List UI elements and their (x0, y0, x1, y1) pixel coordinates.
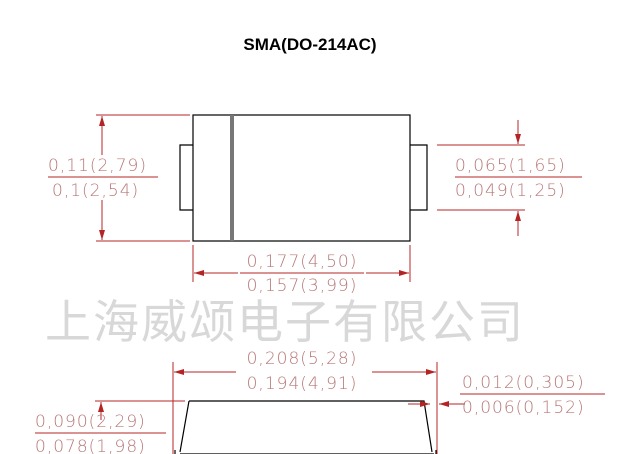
height-min: 0,1(2,54) (52, 181, 139, 201)
body-length-min: 0,157(3,99) (247, 276, 358, 296)
height-max: 0,11(2,79) (48, 156, 147, 176)
lead-width-min: 0,049(1,25) (455, 181, 566, 201)
side-body-outline (179, 400, 434, 454)
cathode-band (230, 115, 234, 241)
lead-width-max: 0,065(1,65) (455, 156, 566, 176)
body-length-extension-lines (192, 245, 411, 282)
side-view: 0,208(5,28) 0,194(4,91) 0,012(0,305) 0,0… (35, 349, 605, 454)
overall-length-max: 0,208(5,28) (247, 349, 358, 369)
side-lead-stubs (174, 450, 437, 454)
overall-length-extension-lines (172, 362, 438, 454)
lead-thickness-min: 0,006(0,152) (462, 398, 585, 418)
top-view: 0,11(2,79) 0,1(2,54) 0,065(1,65) 0,049(1… (48, 114, 582, 296)
body-outline (192, 114, 411, 242)
left-lead (179, 144, 193, 211)
overall-length-min: 0,194(4,91) (247, 374, 358, 394)
lead-thickness-max: 0,012(0,305) (462, 373, 585, 393)
body-height-max: 0,090(2,29) (35, 412, 146, 432)
watermark: 上海威颂电子有限公司 (45, 295, 525, 349)
right-lead (410, 144, 428, 211)
lead-width-extension-lines (437, 144, 525, 211)
drawing-title: SMA(DO-214AC) (243, 35, 376, 54)
body-length-max: 0,177(4,50) (247, 252, 358, 272)
body-height-min: 0,078(1,98) (35, 437, 146, 454)
height-extension-lines (96, 114, 190, 242)
